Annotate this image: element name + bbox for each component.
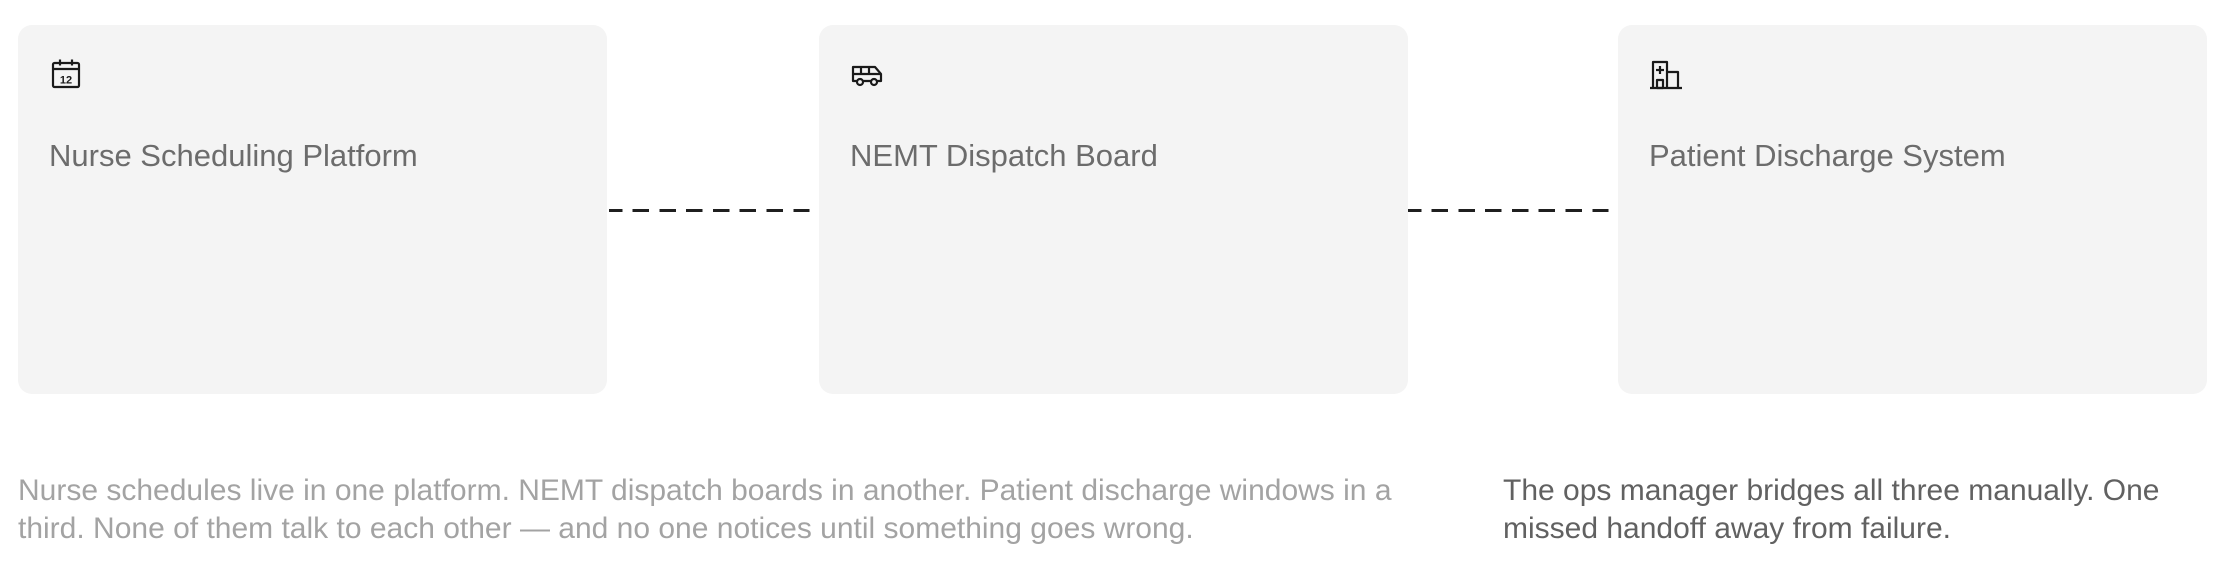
card-nemt-dispatch: NEMT Dispatch Board (819, 25, 1408, 394)
calendar-icon-date: 12 (60, 75, 72, 87)
hospital-icon (1649, 57, 1683, 91)
card-nurse-scheduling: 12 Nurse Scheduling Platform (18, 25, 607, 394)
ops-manager-note: The ops manager bridges all three manual… (1503, 474, 2160, 545)
dashed-connector (1408, 209, 1618, 212)
van-icon (850, 57, 884, 91)
card-title: NEMT Dispatch Board (850, 138, 1158, 173)
card-patient-discharge: Patient Discharge System (1618, 25, 2207, 394)
problem-description: Nurse schedules live in one platform. NE… (18, 474, 1392, 545)
card-title: Nurse Scheduling Platform (49, 138, 418, 173)
calendar-icon: 12 (49, 57, 83, 91)
card-title: Patient Discharge System (1649, 138, 2006, 173)
dashed-connector (609, 209, 819, 212)
